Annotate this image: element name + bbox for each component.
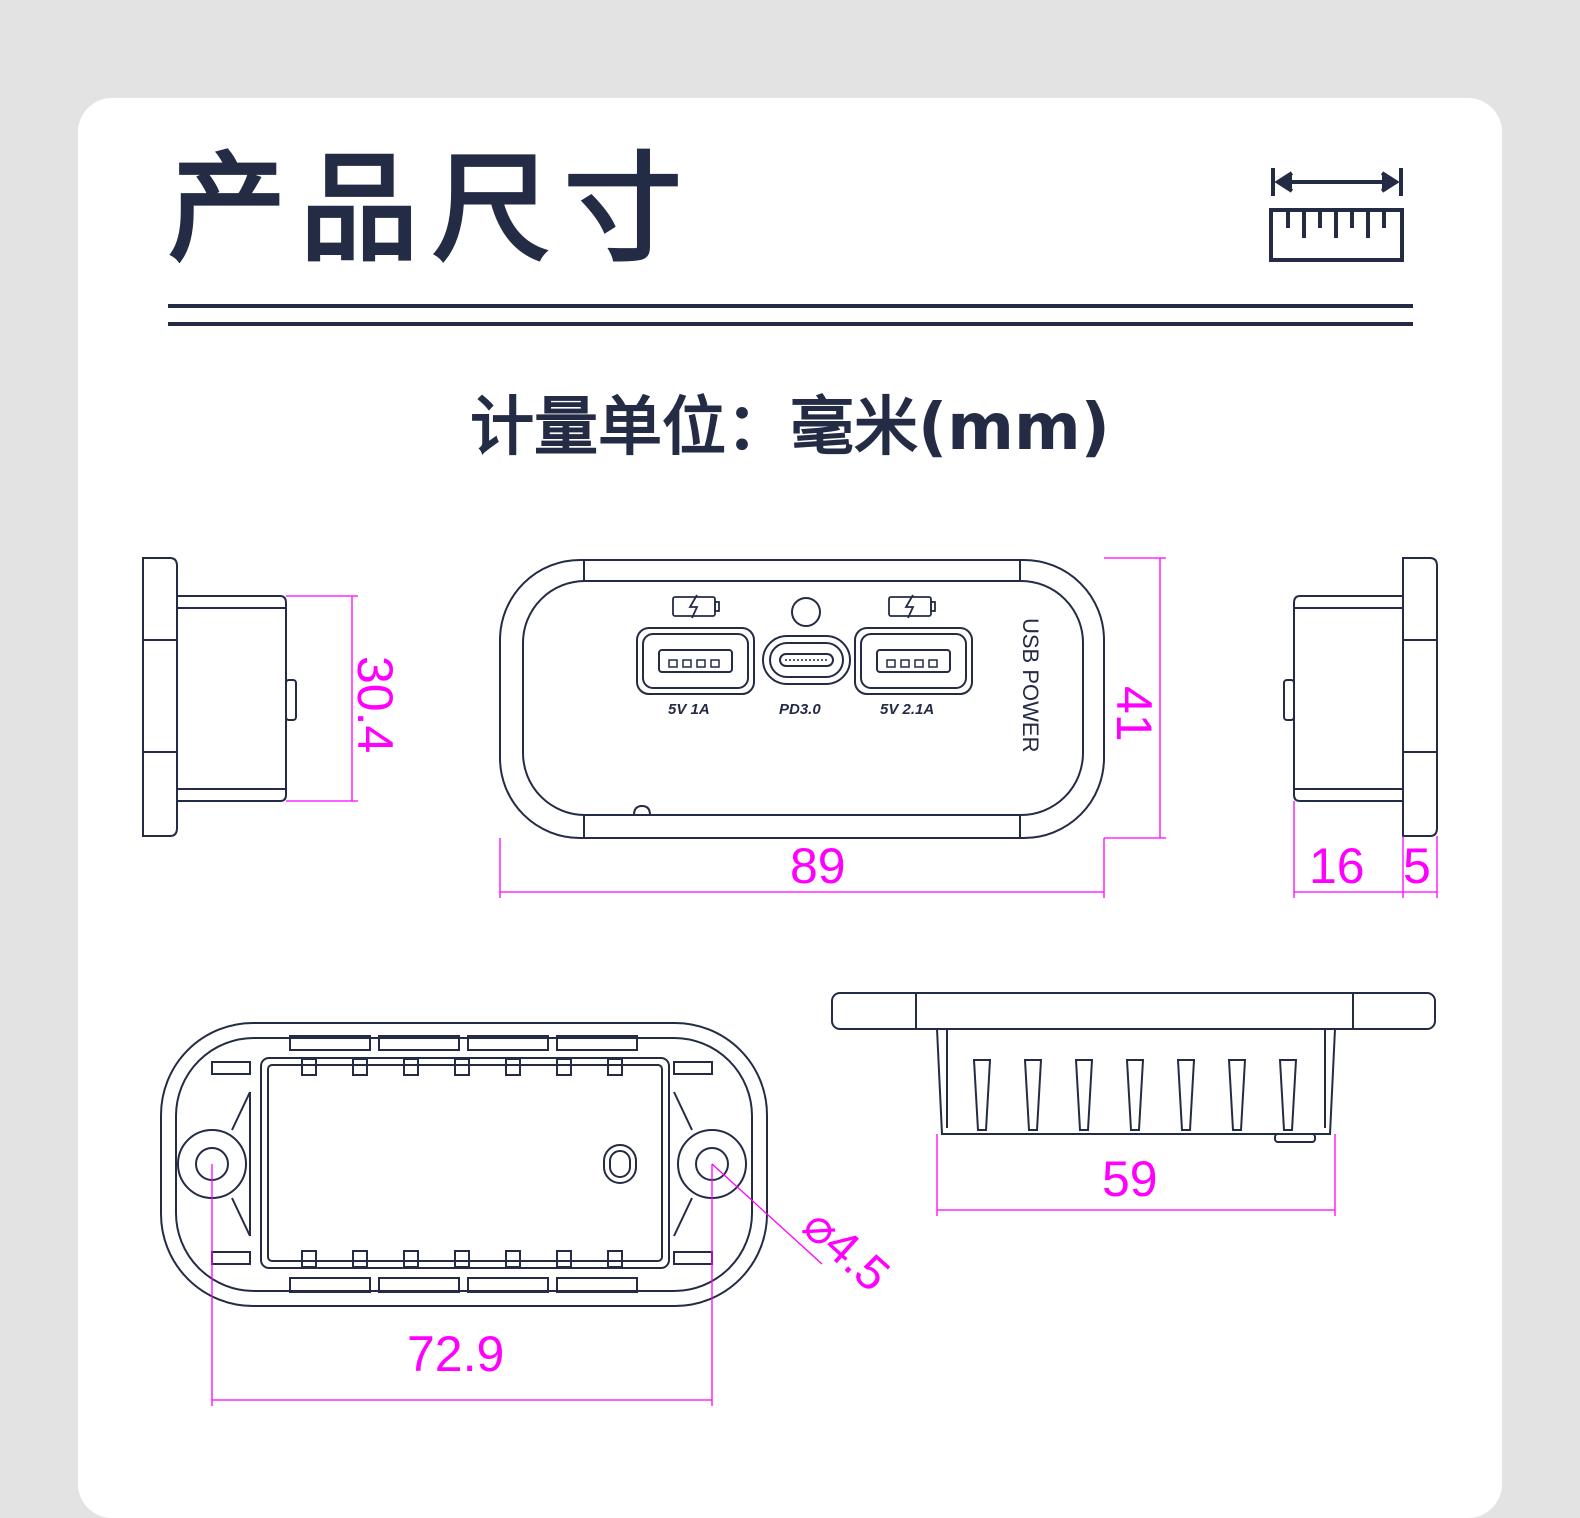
dim-side-height: 30.4: [347, 656, 403, 753]
page-title: 产品尺寸: [168, 140, 697, 278]
usb-a-port-left: [636, 627, 755, 695]
header-rule-bottom: [168, 322, 1413, 326]
dim-body-width: 59: [1102, 1151, 1158, 1207]
ruler-icon: [1269, 168, 1404, 262]
port-label-right: 5V 2.1A: [880, 701, 934, 718]
port-label-left: 5V 1A: [668, 701, 710, 718]
dim-height: 41: [1106, 686, 1162, 742]
port-label-center: PD3.0: [779, 701, 821, 718]
content-card: 产品尺寸 计量单位：毫米(mm): [78, 98, 1502, 1518]
bottom-view: [831, 992, 1436, 1143]
dim-flange: 5: [1403, 838, 1431, 894]
right-side-view: [1283, 557, 1438, 837]
header-rule-top: [168, 304, 1413, 308]
dim-hole-diameter: ⌀4.5: [793, 1199, 900, 1302]
led-indicator-icon: [791, 597, 821, 627]
dim-depth: 16: [1309, 838, 1365, 894]
dim-hole-spacing: 72.9: [407, 1326, 504, 1382]
battery-charge-icon: [672, 594, 720, 619]
usb-c-port: [762, 635, 851, 685]
front-view: [499, 559, 1105, 839]
back-view: [160, 1022, 768, 1307]
usb-a-port-right: [854, 627, 973, 695]
dim-width: 89: [790, 838, 846, 894]
battery-charge-icon: [888, 594, 936, 619]
usb-power-text: USB POWER: [1018, 618, 1043, 752]
left-side-view: [142, 557, 297, 837]
unit-label: 计量单位：毫米(mm): [470, 391, 1110, 465]
